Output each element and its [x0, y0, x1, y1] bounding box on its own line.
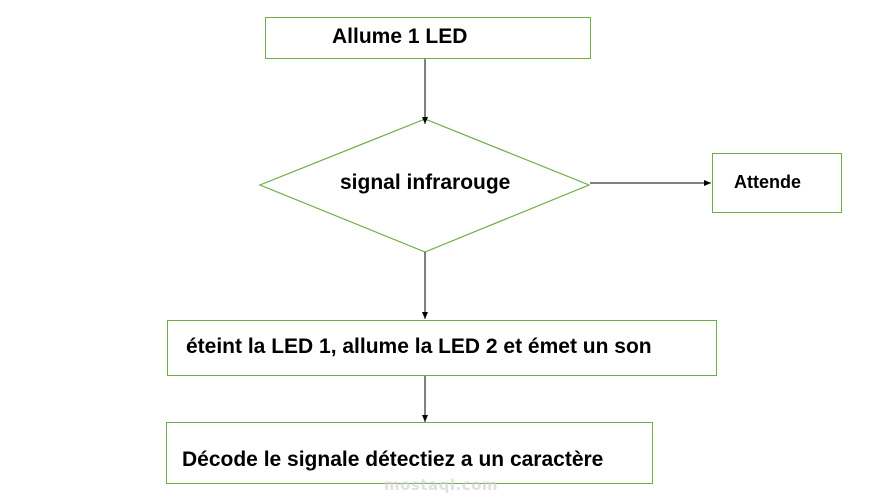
decision-label: signal infrarouge: [340, 171, 511, 194]
action-step-box: [167, 320, 717, 376]
start-step-label: Allume 1 LED: [332, 25, 468, 48]
watermark: mostaql.com: [384, 476, 499, 494]
wait-step-label: Attende: [734, 172, 801, 192]
decode-step-label: Décode le signale détectiez a un caractè…: [182, 448, 604, 471]
action-step-label: éteint la LED 1, allume la LED 2 et émet…: [186, 335, 652, 358]
wait-step-box: [712, 153, 842, 213]
decode-step-box: [166, 422, 653, 484]
start-step-box: [265, 17, 591, 59]
